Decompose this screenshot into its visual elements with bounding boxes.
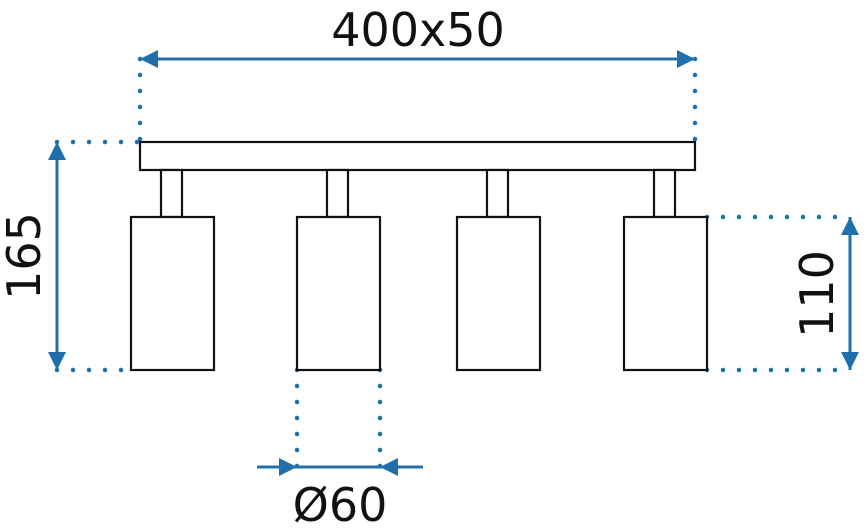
width-dimension: 400x50 bbox=[137, 3, 698, 145]
diameter-label: Ø60 bbox=[293, 478, 388, 529]
spot-2-body bbox=[295, 215, 382, 372]
width-depth-label: 400x50 bbox=[331, 3, 505, 57]
spot-height-label: 110 bbox=[790, 250, 844, 338]
lamp-fixture bbox=[129, 140, 709, 372]
total-height-dimension: 165 bbox=[0, 139, 143, 373]
spot-1-stem bbox=[159, 168, 184, 219]
spot-4-stem bbox=[652, 168, 677, 219]
diameter-dimension: Ø60 bbox=[257, 367, 423, 529]
spot-4-body bbox=[622, 215, 709, 372]
spot-3-stem bbox=[485, 168, 510, 219]
mounting-bar bbox=[138, 140, 697, 172]
total-height-label: 165 bbox=[0, 212, 51, 300]
spot-3-body bbox=[455, 215, 542, 372]
spot-2-stem bbox=[325, 168, 350, 219]
spot-1-body bbox=[129, 215, 216, 372]
spot-height-dimension: 110 bbox=[704, 214, 859, 373]
